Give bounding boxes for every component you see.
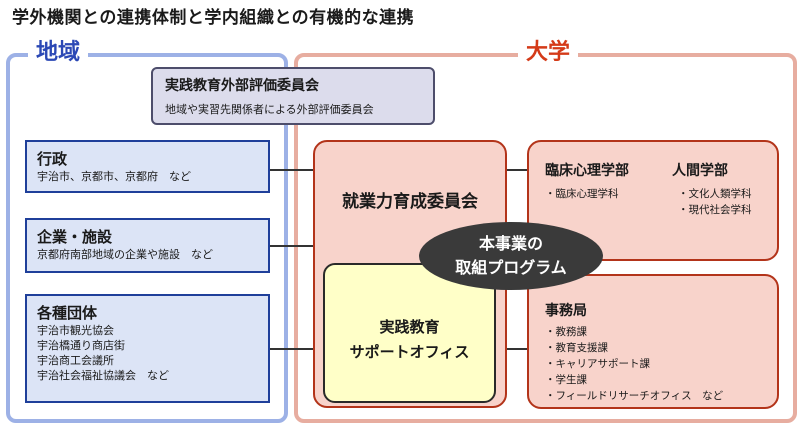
connector-line <box>270 169 313 171</box>
local-org-title: 各種団体 <box>37 304 98 322</box>
faculty-title: 臨床心理学部 <box>545 163 629 179</box>
faculty-human-studies: 人間学部 ・文化人類学科 ・現代社会学科 <box>672 160 752 218</box>
local-org-groups: 各種団体 宇治市観光協会 宇治橋通り商店街 宇治商工会議所 宇治社会福祉協議会 … <box>25 294 270 403</box>
support-office-line: 実践教育 <box>379 318 440 336</box>
local-org-line: 宇治橋通り商店街 <box>37 339 125 352</box>
local-org-line: 京都府南部地域の企業や施設 など <box>37 248 213 261</box>
faculty-item: ・現代社会学科 <box>678 204 752 216</box>
connector-line <box>270 245 313 247</box>
secretariat-box: 事務局 ・教務課 ・教育支援課 ・キャリアサポート課 ・学生課 ・フィールドリサ… <box>527 274 779 409</box>
secretariat-item: ・教務課 <box>545 326 587 338</box>
program-line: 取組プログラム <box>455 258 567 277</box>
local-org-line: 宇治社会福祉協議会 など <box>37 369 169 382</box>
external-evaluation-title: 実践教育外部評価委員会 <box>165 78 319 94</box>
connector-line <box>507 169 527 171</box>
local-org-line: 宇治市、京都市、京都府 など <box>37 170 191 183</box>
region-university-label: 大学 <box>518 40 579 66</box>
secretariat-title: 事務局 <box>545 303 587 319</box>
page-title: 学外機関との連携体制と学内組織との有機的な連携 <box>12 8 415 28</box>
local-org-line: 宇治市観光協会 <box>37 324 114 337</box>
region-local-label: 地域 <box>28 40 89 66</box>
support-office: 実践教育 サポートオフィス <box>323 263 496 403</box>
connector-line <box>496 348 527 350</box>
faculties-box: 臨床心理学部 ・臨床心理学科 人間学部 ・文化人類学科 ・現代社会学科 <box>527 140 779 261</box>
faculty-title: 人間学部 <box>672 163 728 179</box>
local-org-line: 宇治商工会議所 <box>37 354 114 367</box>
region-local-frame <box>6 53 288 423</box>
connector-line <box>270 348 323 350</box>
program-line: 本事業の <box>478 234 543 253</box>
secretariat-item: ・学生課 <box>545 374 587 386</box>
local-org-government: 行政 宇治市、京都市、京都府 など <box>25 140 270 193</box>
committee-label: 就業力育成委員会 <box>342 192 478 212</box>
secretariat-item: ・キャリアサポート課 <box>545 358 650 370</box>
external-evaluation-committee: 実践教育外部評価委員会 地域や実習先関係者による外部評価委員会 <box>151 67 435 125</box>
faculty-item: ・臨床心理学科 <box>545 188 619 200</box>
program-oval: 本事業の 取組プログラム <box>419 222 603 290</box>
secretariat-item: ・フィールドリサーチオフィス など <box>545 390 724 402</box>
local-org-title: 行政 <box>37 150 68 168</box>
faculty-item: ・文化人類学科 <box>678 188 752 200</box>
support-office-line: サポートオフィス <box>349 343 470 361</box>
secretariat-item: ・教育支援課 <box>545 342 608 354</box>
local-org-title: 企業・施設 <box>37 228 113 246</box>
local-org-companies: 企業・施設 京都府南部地域の企業や施設 など <box>25 218 270 273</box>
external-evaluation-subtitle: 地域や実習先関係者による外部評価委員会 <box>165 103 374 116</box>
faculty-clinical-psychology: 臨床心理学部 ・臨床心理学科 <box>545 160 629 202</box>
